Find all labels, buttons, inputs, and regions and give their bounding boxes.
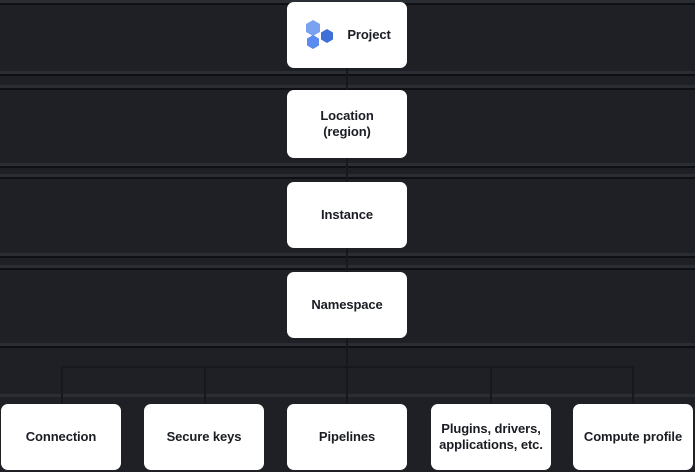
background-band — [0, 343, 695, 346]
hexagon-cluster-icon — [303, 18, 337, 52]
connector-bus-connection — [61, 366, 63, 404]
connector-project-location — [346, 68, 348, 90]
node-compute-profile[interactable]: Compute profile — [573, 404, 693, 470]
connector-bus-compute-profile — [632, 366, 634, 404]
node-namespace[interactable]: Namespace — [287, 272, 407, 338]
node-label: Connection — [25, 428, 97, 444]
background-band — [0, 163, 695, 166]
background-band — [0, 174, 695, 177]
connector-bus-plugins — [490, 366, 492, 404]
background-band — [0, 177, 695, 179]
node-plugins-drivers-applications[interactable]: Plugins, drivers, applications, etc. — [431, 404, 551, 470]
background-band — [0, 253, 695, 256]
node-label: Location (region) — [320, 107, 374, 139]
node-label: Project — [347, 26, 391, 42]
background-band — [0, 166, 695, 168]
background-band — [0, 268, 695, 270]
connector-bus-pipelines — [346, 366, 348, 404]
background-band — [0, 74, 695, 76]
connector-location-instance — [346, 158, 348, 182]
node-label: Secure keys — [166, 428, 242, 444]
background-band — [0, 265, 695, 268]
background-band — [0, 256, 695, 258]
node-project[interactable]: Project — [287, 2, 407, 68]
background-band — [0, 85, 695, 88]
background-band — [0, 71, 695, 74]
node-secure-keys[interactable]: Secure keys — [144, 404, 264, 470]
connector-bus-secure-keys — [204, 366, 206, 404]
node-pipelines[interactable]: Pipelines — [287, 404, 407, 470]
node-instance[interactable]: Instance — [287, 182, 407, 248]
node-label: Compute profile — [583, 428, 683, 444]
node-location[interactable]: Location (region) — [287, 90, 407, 158]
connector-namespace-bus — [346, 338, 348, 366]
connector-bus — [61, 366, 633, 368]
node-connection[interactable]: Connection — [1, 404, 121, 470]
node-label: Pipelines — [318, 428, 376, 444]
node-label: Plugins, drivers, applications, etc. — [439, 420, 543, 452]
node-label: Instance — [321, 206, 373, 222]
background-band — [0, 394, 695, 397]
background-band — [0, 346, 695, 348]
node-label: Namespace — [311, 296, 383, 312]
connector-instance-namespace — [346, 248, 348, 272]
